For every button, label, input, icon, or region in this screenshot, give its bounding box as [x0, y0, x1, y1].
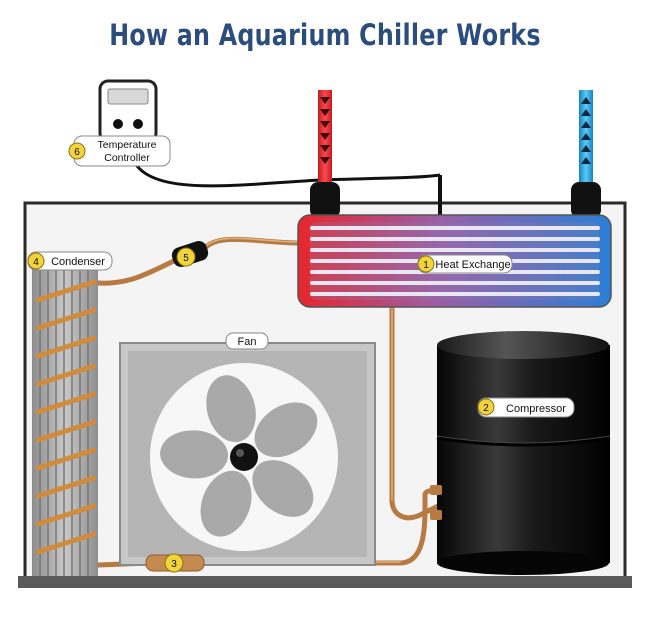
controller-button-right	[133, 119, 143, 129]
condenser	[32, 268, 98, 576]
temperature-controller	[98, 79, 158, 143]
svg-text:3: 3	[171, 559, 177, 570]
fan-hub	[230, 443, 258, 471]
label-heat-exchange-text: Heat Exchange	[435, 259, 510, 271]
controller-display	[107, 88, 149, 105]
fan-label-text: Fan	[238, 336, 257, 348]
label-expansion-valve: 5	[176, 247, 196, 267]
down-arrows-icon	[320, 97, 330, 164]
fan-label: Fan	[225, 332, 269, 350]
label-temperature-text: Temperature	[98, 139, 157, 151]
svg-text:2: 2	[483, 403, 489, 414]
svg-text:5: 5	[183, 253, 189, 264]
controller-button-left	[113, 119, 123, 129]
label-filter-drier: 3	[164, 553, 184, 573]
badge-5	[176, 247, 196, 267]
badge-3	[164, 553, 184, 573]
outlet-fitting	[571, 182, 601, 218]
svg-text:6: 6	[74, 147, 80, 158]
label-condenser: 4 Condenser	[27, 251, 113, 271]
controller-cable	[128, 147, 441, 188]
label-condenser-text: Condenser	[51, 256, 105, 268]
label-temperature-controller: 6 Temperature Controller	[68, 135, 171, 167]
label-compressor-text: Compressor	[506, 403, 566, 415]
label-controller-text: Controller	[104, 152, 150, 164]
fan-icon	[160, 375, 318, 537]
label-heat-exchange: 1 Heat Exchange	[417, 254, 513, 274]
inlet-fitting	[310, 182, 340, 218]
up-arrows-icon	[581, 97, 591, 164]
svg-text:4: 4	[33, 257, 39, 268]
fan-unit	[119, 342, 376, 566]
base-plate	[18, 576, 632, 588]
badge-2	[477, 398, 495, 416]
compressor	[436, 331, 611, 575]
label-compressor: 2 Compressor	[477, 397, 575, 418]
badge-4	[27, 252, 45, 270]
badge-1	[417, 255, 435, 273]
condenser-coils	[35, 279, 97, 555]
badge-6	[68, 142, 86, 160]
compressor-ports	[430, 485, 442, 520]
diagram-title: How an Aquarium Chiller Works	[109, 18, 541, 52]
svg-text:1: 1	[423, 260, 429, 271]
